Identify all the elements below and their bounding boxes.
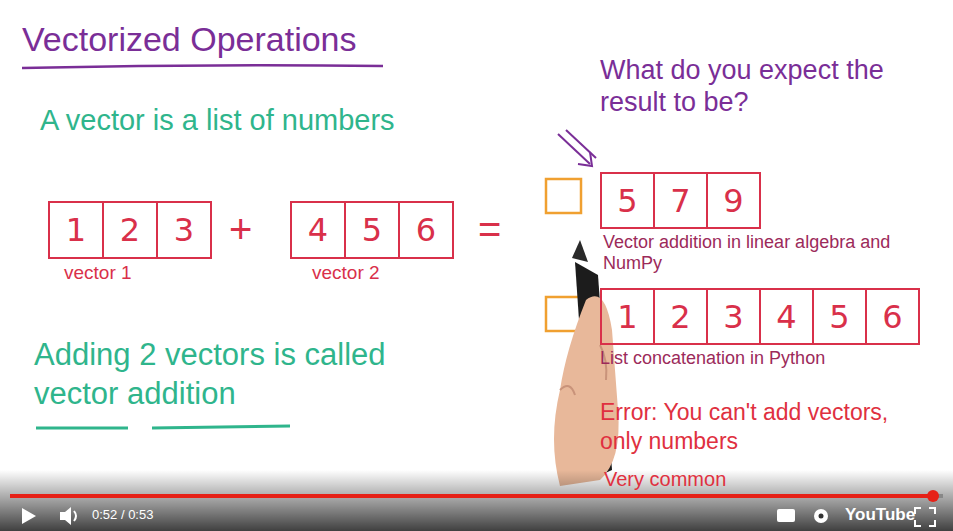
progress-track <box>10 494 943 498</box>
player-bar <box>0 470 953 531</box>
vector-cell: 3 <box>706 288 761 345</box>
checkbox <box>546 179 581 213</box>
vector-cell: 4 <box>290 201 346 259</box>
title: Vectorized Operations <box>22 20 357 59</box>
cell-value: 4 <box>776 298 796 336</box>
cell-value: 3 <box>723 298 743 336</box>
cell-value: 5 <box>829 298 849 336</box>
pointer-arrow <box>558 130 596 166</box>
equals-sign: = <box>478 206 522 252</box>
question-text: What do you expect the result to be? <box>600 54 900 119</box>
progress-knob <box>927 490 939 502</box>
vector-cell: 2 <box>102 201 158 259</box>
vector-box: 123 vector 1 <box>48 201 234 284</box>
cell-value: 2 <box>670 298 690 336</box>
vector-cell: 1 <box>48 201 104 259</box>
vector-caption: vector 1 <box>48 262 234 284</box>
note-text: Adding 2 vectors is called vector additi… <box>34 336 429 414</box>
vector-box: 456 vector 2 <box>290 201 482 284</box>
brand-logo: YouTube <box>845 505 915 525</box>
cell-value: 5 <box>362 211 382 249</box>
definition-text: A vector is a list of numbers <box>40 104 520 137</box>
progress-fill <box>10 494 933 498</box>
underline <box>152 426 290 428</box>
vector-cell: 7 <box>653 172 708 229</box>
cell-row: 123456 <box>600 288 940 345</box>
cell-value: 3 <box>174 211 194 249</box>
vector-cell: 2 <box>653 288 708 345</box>
cell-value: 6 <box>882 298 902 336</box>
note-text: Very common <box>604 468 804 491</box>
vector-cell: 1 <box>600 288 655 345</box>
vector-box: 579Vector addition in linear algebra and… <box>600 172 948 273</box>
vector-cell: 9 <box>706 172 761 229</box>
settings-icon <box>819 514 824 519</box>
vector-box: 123456List concatenation in Python <box>600 288 940 369</box>
vector-cell: 4 <box>759 288 814 345</box>
vector-cell: 5 <box>344 201 400 259</box>
cell-value: 7 <box>670 182 690 220</box>
vector-cell: 5 <box>812 288 867 345</box>
time-display: 0:52 / 0:53 <box>92 508 212 523</box>
cell-value: 6 <box>416 211 436 249</box>
volume-icon <box>74 511 76 521</box>
underline <box>36 427 128 430</box>
vector-cell: 5 <box>600 172 655 229</box>
vector-cell: 6 <box>865 288 920 345</box>
cell-value: 2 <box>120 211 140 249</box>
volume-icon <box>60 507 71 525</box>
vector-caption: vector 2 <box>290 262 482 284</box>
title-underline <box>22 65 383 68</box>
fullscreen-icon <box>915 508 935 526</box>
settings-icon <box>814 509 828 523</box>
captions-icon <box>777 509 795 522</box>
vector-caption: List concatenation in Python <box>600 348 940 369</box>
plus-sign: + <box>229 206 269 252</box>
cell-row: 456 <box>290 201 482 259</box>
cell-value: 1 <box>66 211 86 249</box>
error-text: Error: You can't add vectors, only numbe… <box>600 398 900 456</box>
cell-value: 9 <box>723 182 743 220</box>
vector-cell: 3 <box>156 201 212 259</box>
vector-caption: Vector addition in linear algebra and Nu… <box>600 232 948 273</box>
cell-row: 579 <box>600 172 948 229</box>
cell-row: 123 <box>48 201 234 259</box>
cell-value: 1 <box>617 298 637 336</box>
checkbox <box>546 297 581 331</box>
vector-cell: 6 <box>398 201 454 259</box>
play-icon <box>22 508 36 524</box>
cell-value: 5 <box>617 182 637 220</box>
cell-value: 4 <box>308 211 328 249</box>
